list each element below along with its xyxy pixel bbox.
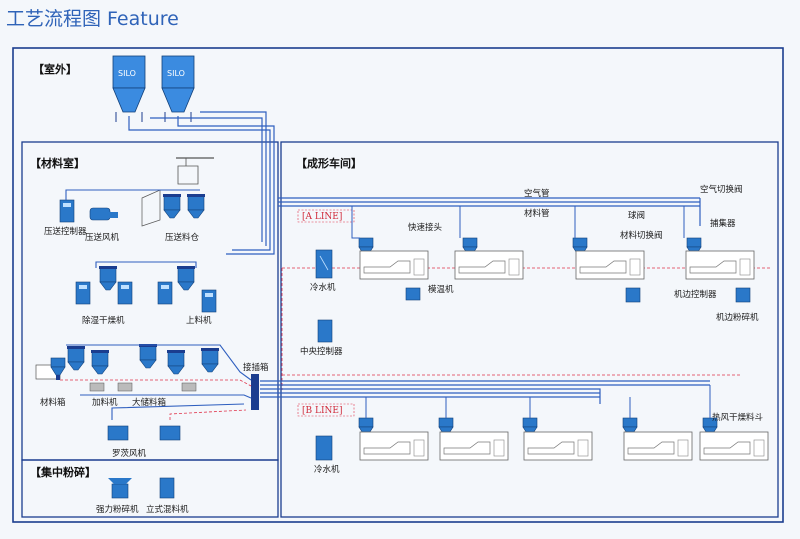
silo-2-label: SILO: [167, 69, 185, 78]
label-side-crusher: 机边粉碎机: [716, 312, 759, 323]
material-room-pipes: [65, 189, 252, 420]
label-vertical-mixer: 立式混料机: [146, 504, 189, 515]
silo-pipes: [128, 111, 275, 255]
central-crushing-frame: [21, 459, 279, 518]
label-mold-temp-machine: 模温机: [428, 284, 454, 295]
label-chiller-b: 冷水机: [314, 464, 340, 475]
pressure-controller: [59, 199, 75, 223]
label-loader: 上料机: [186, 315, 212, 326]
silo-1: SILO: [112, 55, 146, 122]
central-controller: [317, 319, 333, 343]
strong-crusher: [108, 478, 132, 499]
a-line-drops: [351, 206, 685, 239]
label-ball-valve: 球阀: [628, 210, 645, 221]
side-crusher-2: [625, 287, 641, 303]
silo-1-label: SILO: [118, 69, 136, 78]
label-b-line: [B LINE]: [302, 406, 342, 416]
label-collector: 捕集器: [710, 218, 736, 229]
label-material-switch-valve: 材料切换阀: [620, 230, 663, 241]
label-strong-crusher: 强力粉碎机: [96, 504, 139, 515]
a-line-frame: [297, 209, 355, 223]
label-material-box: 材料箱: [40, 397, 66, 408]
b-line-frame: [297, 403, 355, 417]
label-feed-box: 加料机: [92, 397, 118, 408]
section-outdoor: 【室外】: [33, 62, 77, 76]
a-line-machines: [358, 237, 755, 280]
chiller-a: [315, 249, 333, 279]
material-room-signal: [60, 379, 252, 420]
loader: [157, 265, 217, 313]
label-central-controller: 中央控制器: [300, 346, 343, 357]
label-big-storage-bin: 大储料箱: [132, 397, 167, 408]
label-hot-air-hopper: 热风干燥料斗: [712, 412, 764, 423]
a-line-pipes: [278, 197, 701, 226]
chiller-b: [315, 435, 333, 461]
feed-box: [66, 345, 110, 392]
mold-temp-machine: [405, 287, 421, 301]
label-chiller: 冷水机: [310, 282, 336, 293]
dehumidify-dryer: [75, 265, 133, 305]
label-material-pipe: 材料管: [524, 208, 550, 219]
label-dehumidify-dryer: 除湿干燥机: [82, 315, 125, 326]
b-line-drops: [365, 385, 711, 418]
roots-blower: [107, 425, 181, 441]
material-box: [35, 357, 66, 381]
label-air-switch-valve: 空气切换阀: [700, 184, 743, 195]
section-material-room: 【材料室】: [30, 156, 85, 170]
pressure-fan: [89, 207, 118, 221]
label-air-pipe: 空气管: [524, 188, 550, 199]
section-central-crushing: 【集中粉碎】: [30, 465, 96, 479]
silo-2: SILO: [161, 55, 195, 122]
label-junction-box: 接插箱: [243, 362, 269, 373]
molding-workshop-frame: [280, 141, 779, 518]
page-title: 工艺流程图 Feature: [6, 8, 179, 30]
label-a-line: [A LINE]: [302, 212, 342, 222]
outer-frame: [12, 47, 784, 523]
section-molding-workshop: 【成形车间】: [296, 156, 362, 170]
b-line-machines: [358, 417, 769, 461]
side-crusher: [735, 287, 751, 303]
pressure-bin: [141, 157, 214, 227]
label-quick-connector: 快速接头: [408, 222, 443, 233]
label-pressure-controller: 压送控制器: [44, 226, 87, 237]
vertical-mixer: [159, 477, 175, 499]
label-pressure-fan: 压送风机: [85, 232, 120, 243]
big-storage-bin: [117, 343, 220, 392]
label-side-controller: 机边控制器: [674, 289, 717, 300]
b-line-pipes: [260, 380, 710, 404]
a-line-signal: [281, 267, 770, 390]
junction-box: [251, 374, 259, 410]
label-pressure-bin: 压送料仓: [165, 232, 200, 243]
label-roots-blower: 罗茨风机: [112, 448, 147, 459]
